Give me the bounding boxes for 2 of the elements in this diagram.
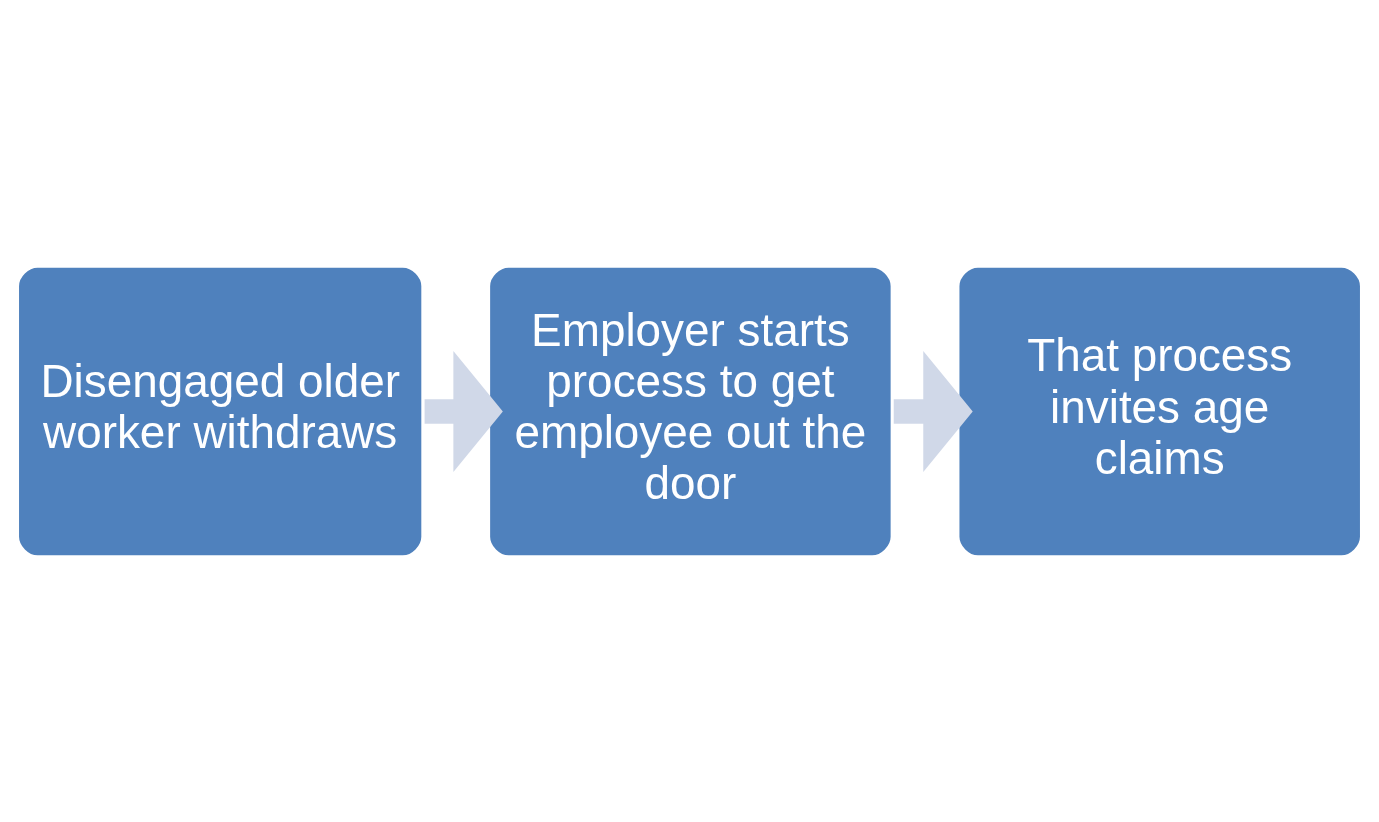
arrow bbox=[893, 350, 973, 472]
arrow bbox=[424, 350, 503, 472]
